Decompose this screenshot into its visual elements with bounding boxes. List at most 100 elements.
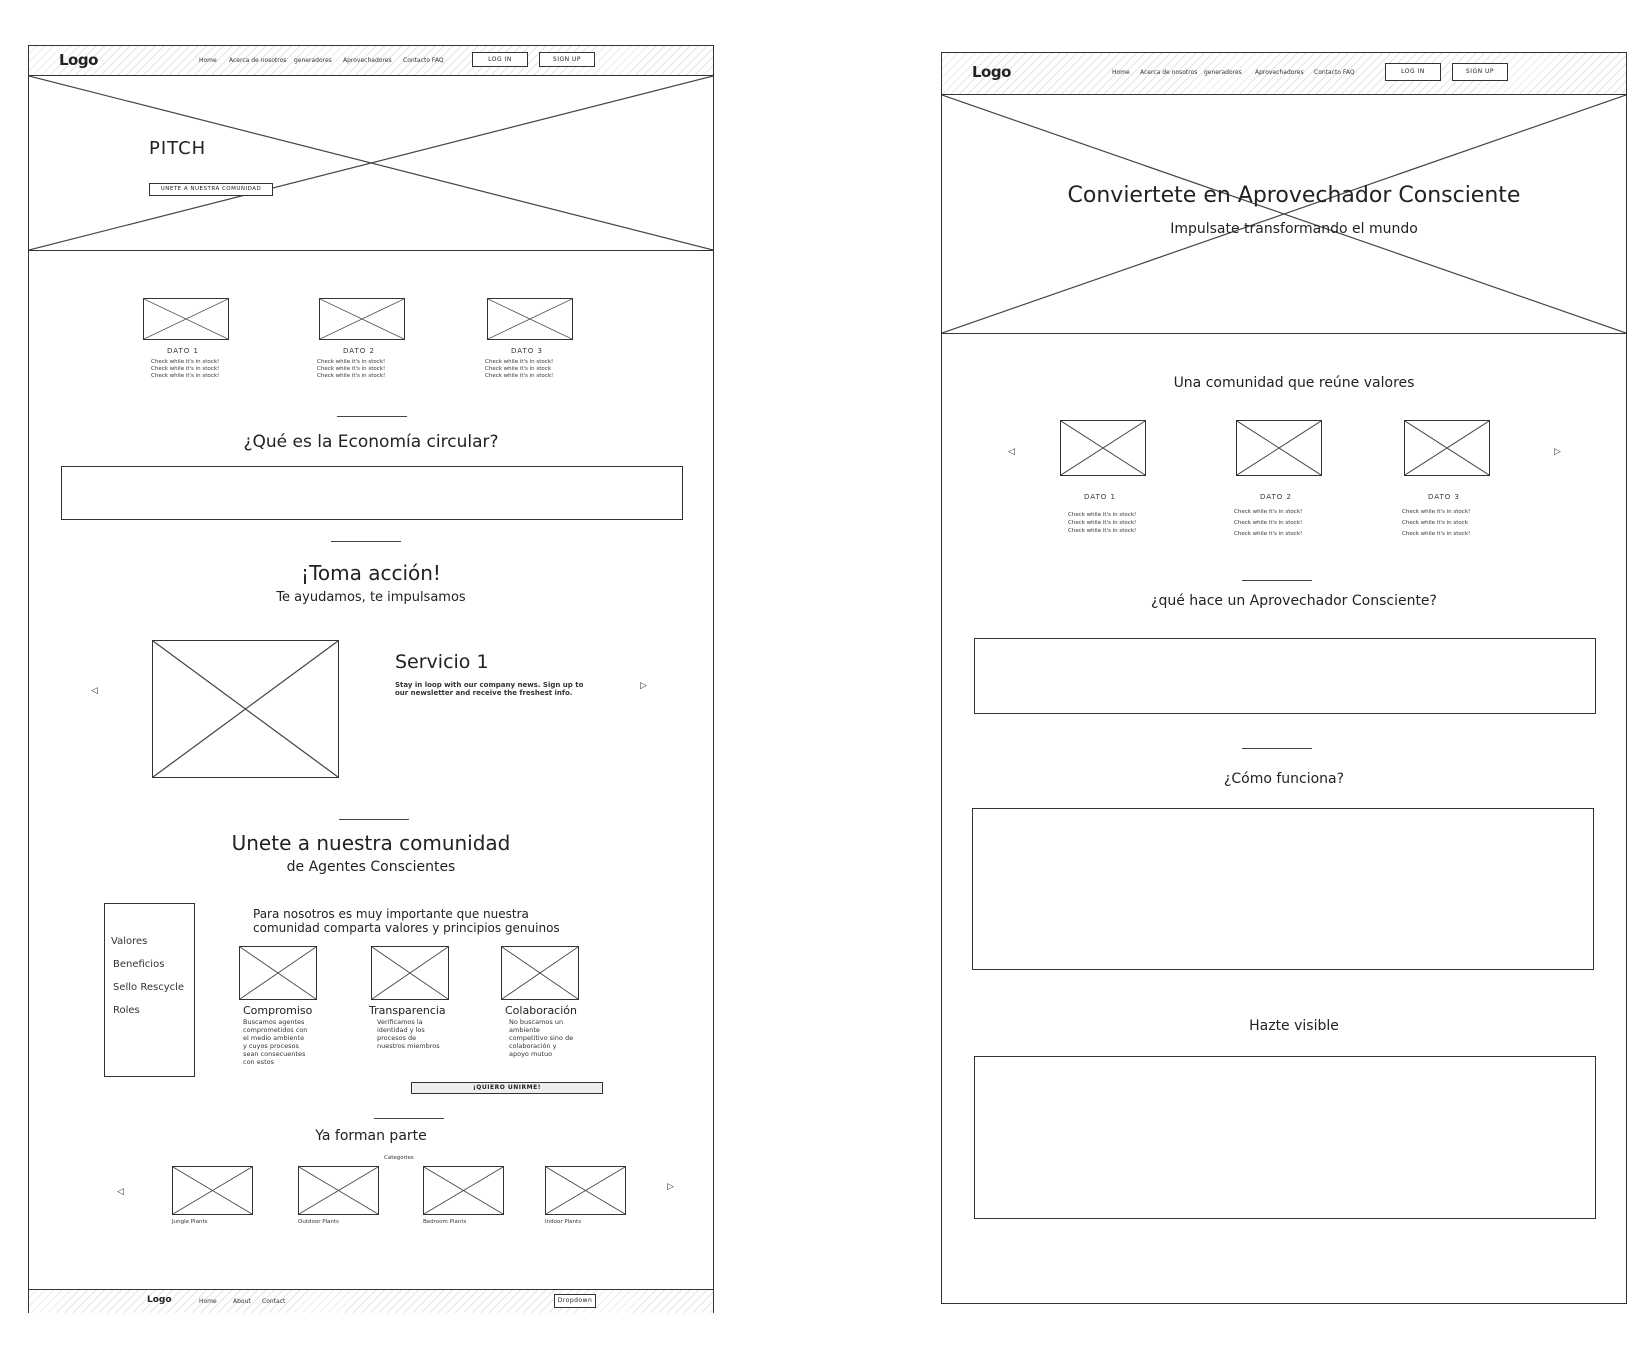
left-forman-next-arrow[interactable]: ▷	[667, 1182, 674, 1192]
right-hero-image	[942, 95, 1626, 334]
left-sidebar-item-beneficios[interactable]: Beneficios	[113, 959, 165, 970]
left-forman-prev-arrow[interactable]: ◁	[117, 1187, 124, 1197]
left-dato1-text: Check while it's in stock!Check while it…	[151, 359, 220, 379]
left-hero-cta-button[interactable]: UNETE A NUESTRA COMUNIDAD	[149, 183, 273, 196]
right-dato3-title: DATO 3	[1428, 493, 1460, 501]
left-sidebar-item-sello[interactable]: Sello Rescycle	[113, 982, 185, 993]
left-comunidad-sidebar: Valores Beneficios Sello Rescycle Roles	[104, 903, 195, 1077]
right-dato1-text: Check while it's in stock!Check while it…	[1068, 512, 1137, 534]
right-funciona-block	[972, 808, 1594, 970]
left-divider-2	[331, 541, 401, 542]
left-footer-home[interactable]: Home	[199, 1298, 217, 1305]
left-colaboracion-title: Colaboración	[505, 1004, 577, 1017]
right-divider-1	[1242, 580, 1312, 581]
right-nav-acerca[interactable]: Acerca de nosotros	[1140, 69, 1198, 76]
right-navbar: Logo Home Acerca de nosotros generadores…	[942, 53, 1626, 95]
left-hero-image	[29, 76, 713, 251]
right-logo[interactable]: Logo	[972, 63, 1011, 81]
left-divider-1	[337, 416, 407, 417]
right-divider-2	[1242, 748, 1312, 749]
left-economia-block	[61, 466, 683, 520]
right-dato2-title: DATO 2	[1260, 493, 1292, 501]
left-servicio-text: Stay in loop with our company news. Sign…	[395, 681, 584, 697]
right-dato2-text: Check while it's in stock!Check while it…	[1234, 509, 1303, 537]
left-footer-about[interactable]: About	[233, 1298, 251, 1305]
right-datos-next-arrow[interactable]: ▷	[1554, 447, 1561, 457]
left-comunidad-title: Unete a nuestra comunidad	[231, 831, 511, 855]
right-datos-prev-arrow[interactable]: ◁	[1008, 447, 1015, 457]
left-servicio-prev-arrow[interactable]: ◁	[91, 686, 98, 696]
left-transparencia-title: Transparencia	[369, 1004, 446, 1017]
left-economia-title: ¿Qué es la Economía circular?	[243, 432, 499, 452]
left-nav-acerca[interactable]: Acerca de nosotros	[229, 57, 287, 64]
left-dato1-image	[143, 298, 229, 340]
left-join-button[interactable]: ¡QUIERO UNIRME!	[411, 1082, 603, 1094]
left-footer-logo[interactable]: Logo	[147, 1295, 172, 1305]
left-sidebar-item-valores[interactable]: Valores	[111, 936, 148, 947]
left-accion-subtitle: Te ayudamos, te impulsamos	[276, 590, 466, 605]
left-navbar: Logo Home Acerca de nosotros generadores…	[29, 46, 713, 76]
left-compromiso-image	[239, 946, 317, 1000]
left-forman-caption-4: Indoor Plants	[545, 1219, 582, 1225]
left-signup-button[interactable]: SIGN UP	[539, 52, 595, 67]
right-wireframe: Logo Home Acerca de nosotros generadores…	[941, 52, 1627, 1304]
right-login-button[interactable]: LOG IN	[1385, 63, 1441, 81]
right-valores-title: Una comunidad que reúne valores	[1173, 375, 1415, 391]
left-logo[interactable]: Logo	[59, 51, 98, 69]
right-dato3-image	[1404, 420, 1490, 476]
left-colaboracion-image	[501, 946, 579, 1000]
left-nav-contacto[interactable]: Contacto FAQ	[403, 57, 444, 64]
left-dato2-text: Check while it's in stock!Check while it…	[317, 359, 386, 379]
left-divider-3	[339, 819, 409, 820]
left-forman-caption-2: Outdoor Plants	[298, 1219, 339, 1225]
right-hero-subtitle: Impulsate transformando el mundo	[1170, 221, 1418, 237]
left-forman-image-4	[545, 1166, 626, 1215]
right-hace-block	[974, 638, 1596, 714]
left-forman-label: Categories	[384, 1155, 414, 1161]
left-comunidad-intro: Para nosotros es muy importante que nues…	[253, 907, 560, 935]
right-hace-title: ¿qué hace un Aprovechador Consciente?	[1151, 593, 1437, 609]
left-transparencia-image	[371, 946, 449, 1000]
left-dato2-image	[319, 298, 405, 340]
left-servicio-next-arrow[interactable]: ▷	[640, 681, 647, 691]
left-accion-title: ¡Toma acción!	[301, 561, 441, 585]
left-sidebar-item-roles[interactable]: Roles	[113, 1005, 140, 1016]
right-nav-contacto[interactable]: Contacto FAQ	[1314, 69, 1355, 76]
right-nav-home[interactable]: Home	[1112, 69, 1130, 76]
right-dato2-image	[1236, 420, 1322, 476]
right-funciona-title: ¿Cómo funciona?	[1223, 771, 1345, 787]
left-nav-generadores[interactable]: generadores	[294, 57, 332, 64]
left-footer-contact[interactable]: Contact	[262, 1298, 286, 1305]
left-wireframe: Logo Home Acerca de nosotros generadores…	[28, 45, 714, 1313]
left-forman-caption-3: Bedroom Plants	[423, 1219, 467, 1225]
right-dato3-text: Check while it's in stock!Check while it…	[1402, 509, 1471, 537]
right-visible-title: Hazte visible	[1249, 1018, 1339, 1034]
left-divider-4	[374, 1118, 444, 1119]
left-nav-home[interactable]: Home	[199, 57, 217, 64]
right-nav-generadores[interactable]: generadores	[1204, 69, 1242, 76]
left-servicio-title: Servicio 1	[395, 651, 489, 673]
left-dato2-title: DATO 2	[343, 347, 375, 355]
left-forman-image-2	[298, 1166, 379, 1215]
left-hero-title: PITCH	[149, 138, 207, 159]
left-servicio-image	[152, 640, 339, 778]
left-compromiso-title: Compromiso	[243, 1004, 313, 1017]
left-dato3-title: DATO 3	[511, 347, 543, 355]
right-nav-aprovechadores[interactable]: Aprovechadores	[1255, 69, 1304, 76]
left-login-button[interactable]: LOG IN	[472, 52, 528, 67]
left-forman-image-3	[423, 1166, 504, 1215]
left-footer-dropdown[interactable]: Dropdown	[554, 1294, 596, 1308]
left-forman-image-1	[172, 1166, 253, 1215]
left-footer: Logo Home About Contact Dropdown	[29, 1289, 713, 1313]
left-forman-title: Ya forman parte	[315, 1128, 427, 1144]
right-dato1-image	[1060, 420, 1146, 476]
left-nav-aprovechadores[interactable]: Aprovechadores	[343, 57, 392, 64]
left-dato1-title: DATO 1	[167, 347, 199, 355]
left-forman-caption-1: Jungle Plants	[172, 1219, 208, 1225]
right-signup-button[interactable]: SIGN UP	[1452, 63, 1508, 81]
left-dato3-image	[487, 298, 573, 340]
left-comunidad-subtitle: de Agentes Conscientes	[286, 859, 456, 875]
